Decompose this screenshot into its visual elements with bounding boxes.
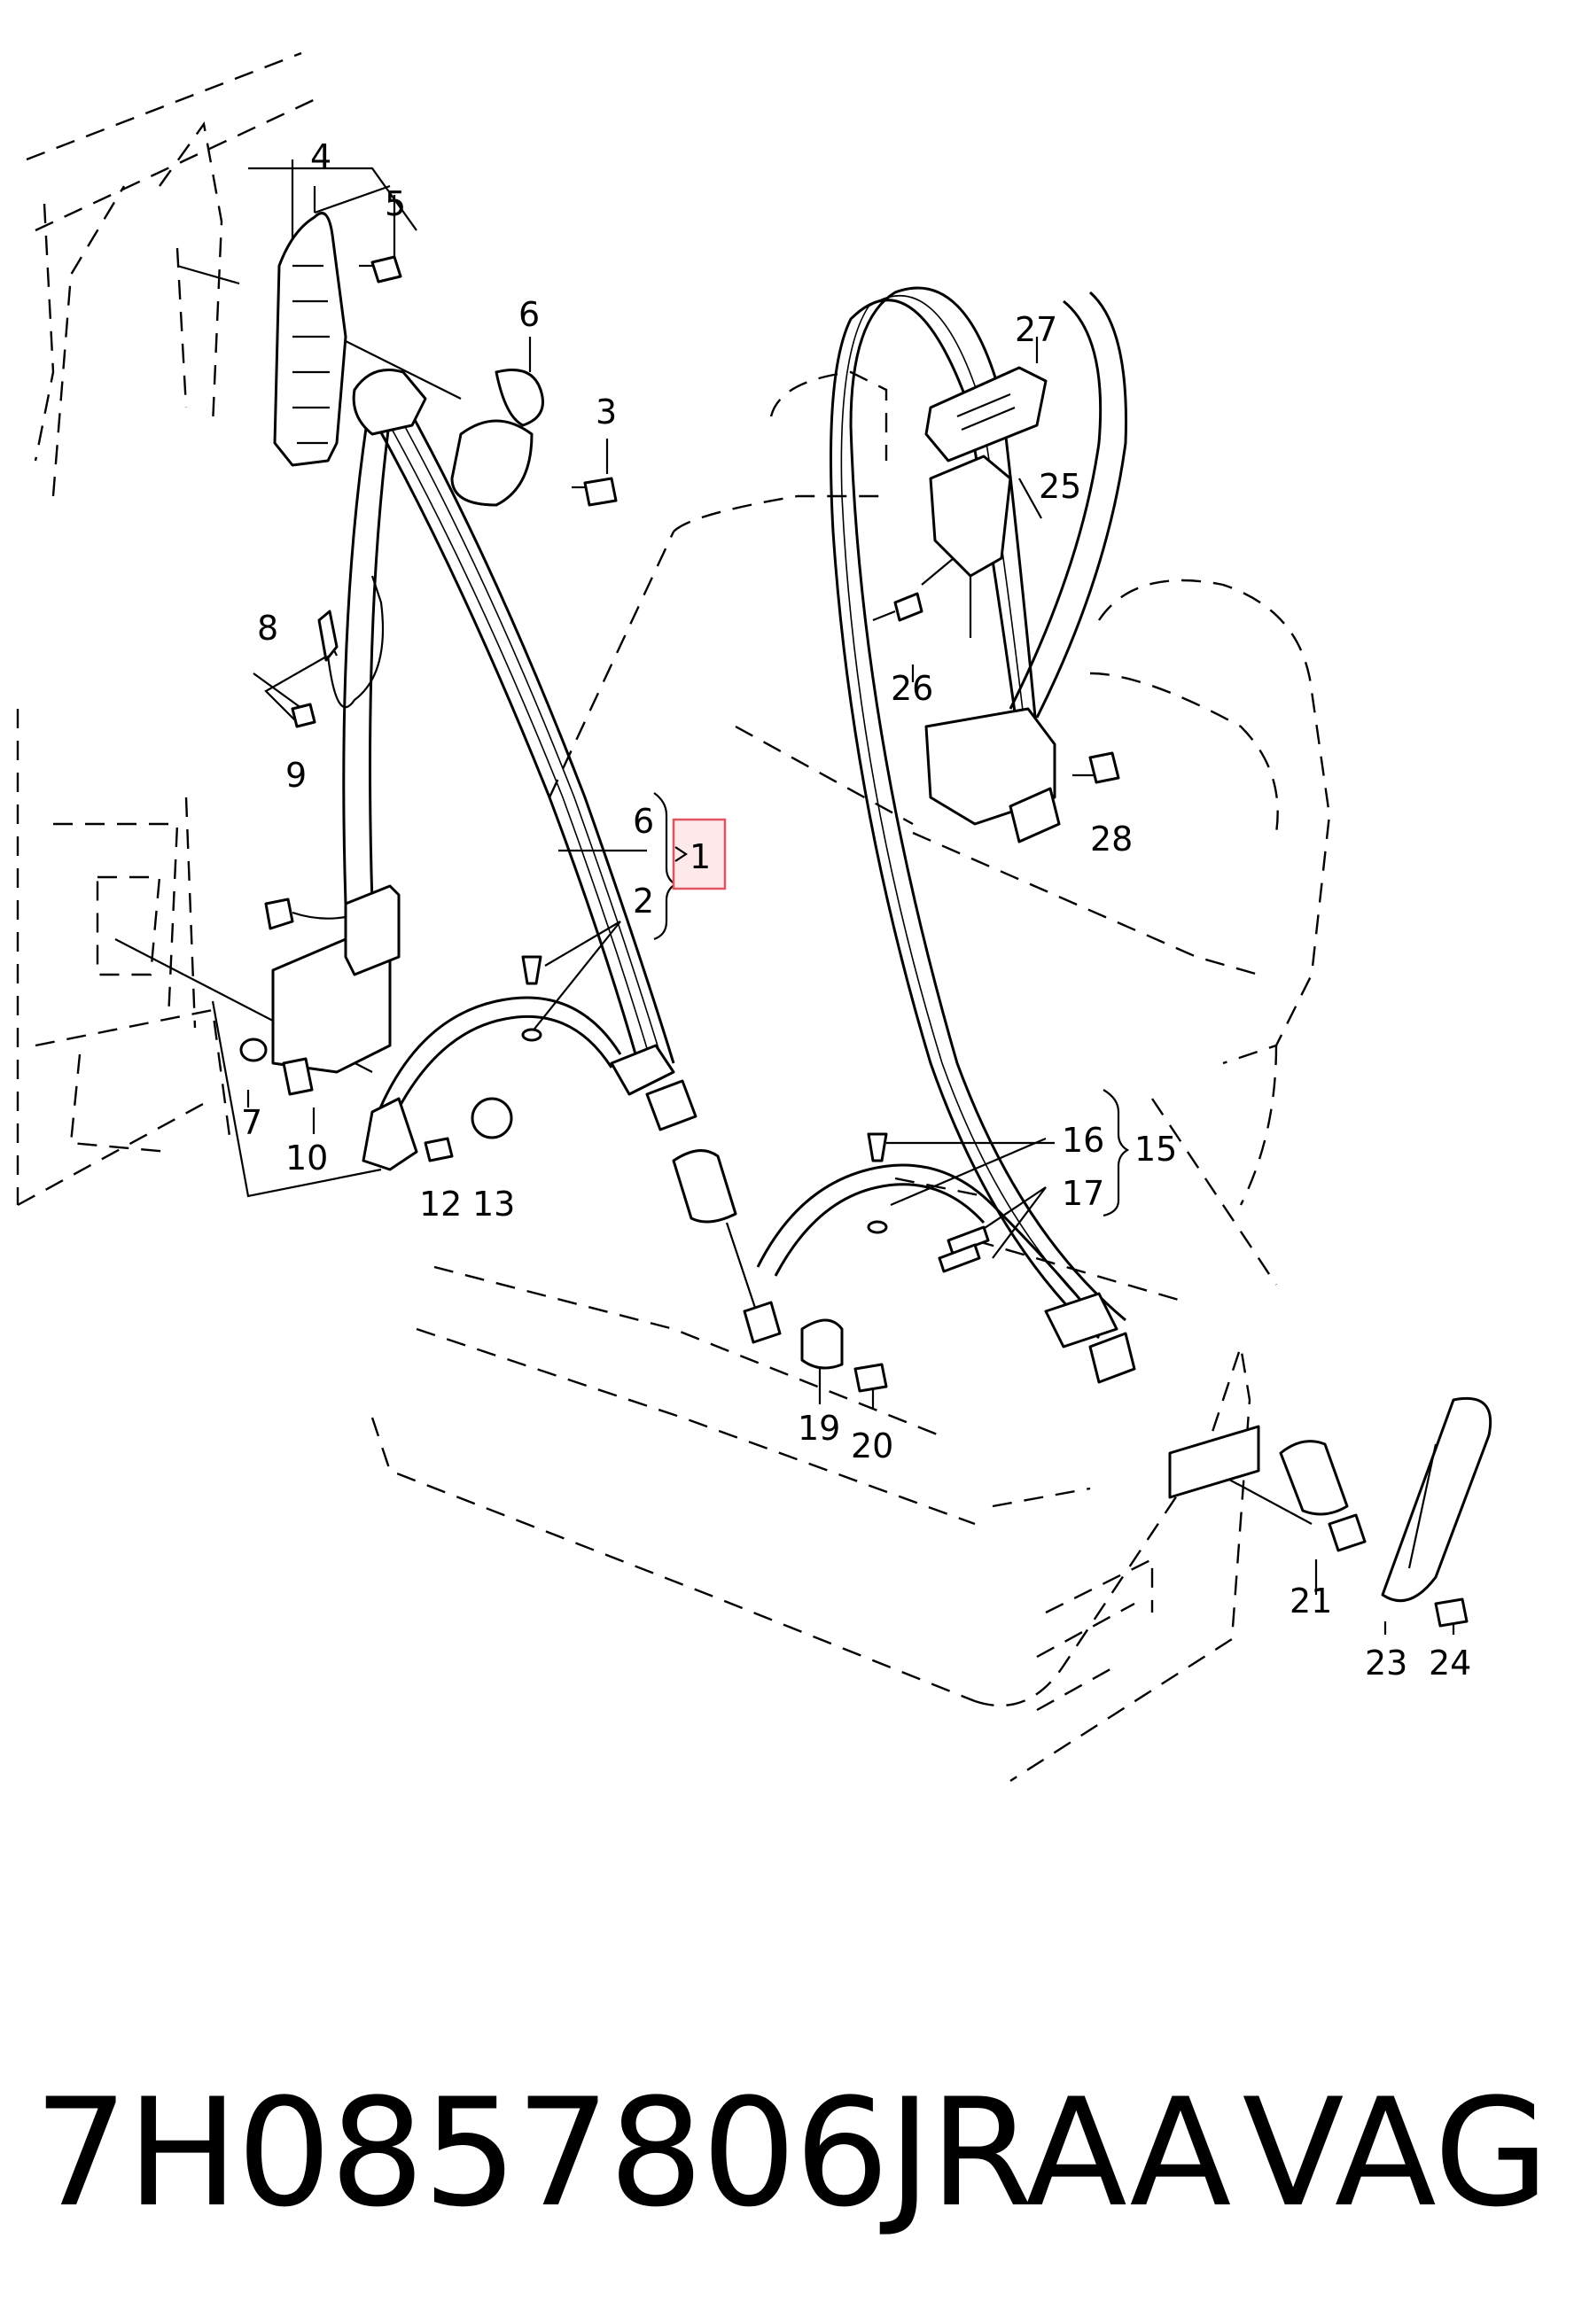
seat-side-plate <box>1168 1425 1260 1499</box>
retractor-right <box>924 707 1056 826</box>
belt-tongue-right <box>1044 1292 1118 1349</box>
upper-cover-27 <box>924 366 1048 462</box>
leader-lines <box>114 159 1455 1635</box>
seat-belt-exploded-diagram: 1 2 3 4 5 6 6 7 8 9 10 12 13 15 16 17 19… <box>16 51 1492 1783</box>
stop-button-2 <box>521 955 542 985</box>
highlight-box-item-1 <box>672 818 727 890</box>
washer-17 <box>867 1220 888 1234</box>
part-number: 7H0857806JRAA <box>34 2066 1231 2240</box>
d-ring-guide <box>352 369 427 436</box>
buckle-19 <box>672 1149 737 1224</box>
label-21: 21 <box>1290 1582 1332 1621</box>
label-25: 25 <box>1039 467 1081 506</box>
label-13: 13 <box>472 1185 515 1224</box>
belt-webbing <box>342 286 1127 1340</box>
label-1: 1 <box>690 837 711 876</box>
label-24: 24 <box>1429 1644 1471 1683</box>
label-2: 2 <box>633 882 654 921</box>
bolt-20 <box>853 1363 888 1393</box>
label-6-group: 6 <box>633 802 654 841</box>
footer: 7H0857806JRAA VAG <box>0 2064 1574 2242</box>
buckle-21 <box>1279 1440 1349 1516</box>
bolt-3 <box>583 477 618 507</box>
label-9: 9 <box>285 756 307 795</box>
label-28: 28 <box>1090 820 1133 859</box>
bolt-24 <box>1434 1597 1469 1628</box>
label-23: 23 <box>1365 1644 1407 1683</box>
grommet-16 <box>867 1132 888 1162</box>
label-5: 5 <box>385 184 406 223</box>
label-26: 26 <box>891 669 933 708</box>
label-8: 8 <box>257 609 278 648</box>
label-17: 17 <box>1062 1174 1104 1213</box>
seat-bracket-23 <box>1381 1396 1492 1603</box>
bracket-19 <box>800 1318 844 1370</box>
screw-9 <box>291 703 316 728</box>
cover-cap-6 <box>495 369 544 427</box>
label-16: 16 <box>1062 1121 1104 1160</box>
label-3: 3 <box>596 393 617 431</box>
label-6-top: 6 <box>518 295 540 334</box>
bracket-25 <box>929 455 1012 578</box>
bolt-12 <box>424 1137 454 1162</box>
label-10: 10 <box>285 1139 328 1178</box>
sensor-bracket <box>317 610 339 662</box>
label-12: 12 <box>419 1185 462 1224</box>
brand-name: VAG <box>1242 2066 1549 2240</box>
vehicle-body-outline <box>16 51 320 1207</box>
label-20: 20 <box>851 1426 893 1465</box>
label-7: 7 <box>241 1103 262 1142</box>
label-15: 15 <box>1134 1130 1177 1169</box>
seat-outline <box>370 370 1331 1783</box>
washer-7 <box>239 1038 268 1062</box>
guide-bracket <box>450 419 534 507</box>
bolt-28 <box>1088 751 1120 784</box>
anchor-plate <box>362 1097 418 1171</box>
bolt-10 <box>282 1057 314 1096</box>
cap-13 <box>471 1097 513 1139</box>
belt-tongue-left <box>610 1044 675 1096</box>
callout-labels: 1 2 3 4 5 6 6 7 8 9 10 12 13 15 16 17 19… <box>241 137 1471 1683</box>
label-4: 4 <box>310 137 331 176</box>
height-adjuster-rail <box>273 212 347 467</box>
label-27: 27 <box>1015 310 1057 349</box>
connector-plug <box>264 898 294 930</box>
parts <box>239 212 1492 1628</box>
rivet-26 <box>893 592 923 622</box>
bolt-5 <box>370 255 402 284</box>
label-19: 19 <box>798 1409 840 1448</box>
